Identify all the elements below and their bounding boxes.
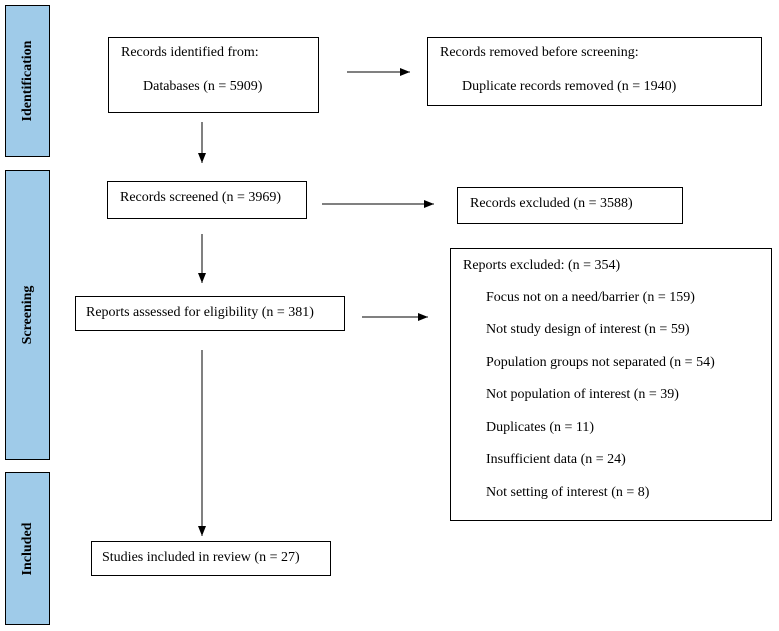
records-identified-databases: Databases (n = 5909) — [143, 79, 263, 94]
exclusion-reason: Not population of interest (n = 39) — [486, 387, 679, 402]
studies-included-box: Studies included in review (n = 27) — [91, 541, 331, 576]
records-excluded-text: Records excluded (n = 3588) — [470, 196, 633, 211]
exclusion-reason: Duplicates (n = 11) — [486, 420, 595, 435]
exclusion-reason: Insufficient data (n = 24) — [486, 452, 626, 467]
records-identified-heading: Records identified from: — [121, 45, 259, 60]
records-identified-box: Records identified from: Databases (n = … — [108, 37, 319, 113]
records-screened-box: Records screened (n = 3969) — [107, 181, 307, 219]
duplicate-records-removed: Duplicate records removed (n = 1940) — [462, 79, 677, 94]
records-removed-box: Records removed before screening: Duplic… — [427, 37, 762, 106]
phase-bar-identification: Identification — [5, 5, 50, 157]
exclusion-reason: Population groups not separated (n = 54) — [486, 355, 715, 370]
exclusion-reason: Not study design of interest (n = 59) — [486, 322, 690, 337]
reports-assessed-text: Reports assessed for eligibility (n = 38… — [86, 305, 314, 320]
studies-included-text: Studies included in review (n = 27) — [102, 550, 300, 565]
exclusion-reason: Not setting of interest (n = 8) — [486, 485, 650, 500]
records-screened-text: Records screened (n = 3969) — [120, 190, 282, 205]
records-removed-heading: Records removed before screening: — [440, 45, 639, 60]
records-excluded-box: Records excluded (n = 3588) — [457, 187, 683, 224]
phase-bar-included: Included — [5, 472, 50, 625]
reports-assessed-box: Reports assessed for eligibility (n = 38… — [75, 296, 345, 331]
reports-excluded-heading: Reports excluded: (n = 354) — [463, 258, 621, 273]
phase-bar-screening: Screening — [5, 170, 50, 460]
exclusion-reason: Focus not on a need/barrier (n = 159) — [486, 290, 695, 305]
reports-excluded-box: Reports excluded: (n = 354) Focus not on… — [450, 248, 772, 521]
